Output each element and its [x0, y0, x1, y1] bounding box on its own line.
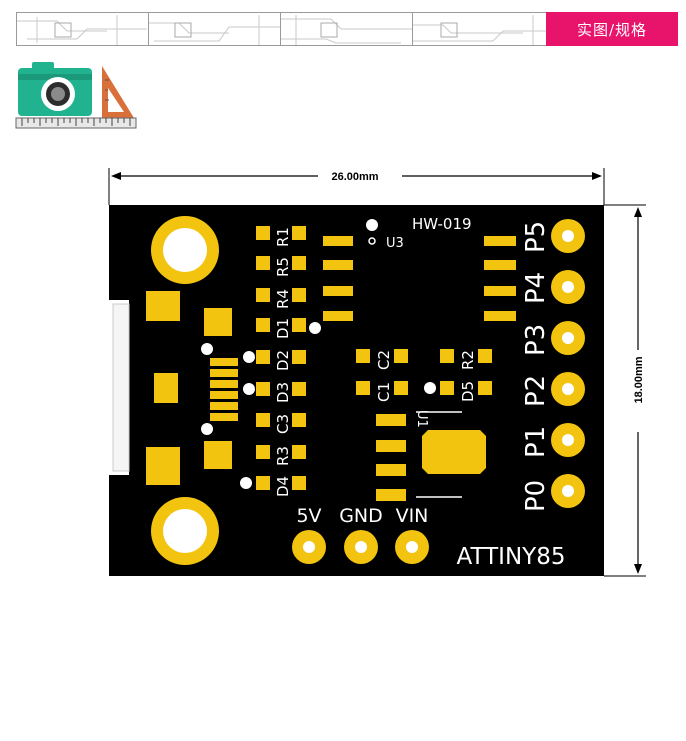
tab-thumbnail-2[interactable]: [148, 12, 281, 46]
pin-label-vin: VIN: [396, 505, 429, 527]
power-header: [292, 530, 429, 564]
power-pin-labels: 5V GND VIN: [296, 505, 428, 527]
label-r1: R1: [274, 227, 292, 247]
label-c2: C2: [375, 350, 393, 370]
vias-left: [201, 219, 436, 489]
pin-label-gnd: GND: [339, 505, 383, 527]
pin-label-p3: P3: [521, 324, 551, 356]
pin-label-p4: P4: [521, 272, 551, 304]
label-c3: C3: [274, 414, 292, 434]
left-smd-pads: [256, 226, 306, 490]
left-component-labels: R1 R5 R4 D1 D2 D3 C3 R3 D4: [274, 227, 292, 497]
circuit-pattern-icon: [17, 15, 147, 45]
circuit-pattern-icon: [413, 15, 546, 45]
center-smd-pads: [356, 349, 492, 395]
center-component-labels: C2 C1 R2 D5: [375, 350, 477, 402]
pin-label-5v: 5V: [296, 505, 321, 527]
mounting-holes: [151, 216, 219, 565]
width-dimension: 26.00mm: [108, 168, 605, 205]
pin-label-p2: P2: [521, 375, 551, 407]
u3-pads: [323, 236, 353, 321]
tab-thumbnail-1[interactable]: [16, 12, 149, 46]
label-d2: D2: [274, 350, 292, 371]
label-d5: D5: [459, 381, 477, 402]
chip-label: ATTINY85: [457, 544, 566, 570]
u1-outline: [416, 411, 462, 498]
label-r4: R4: [274, 289, 292, 309]
pin-label-p0: P0: [521, 480, 551, 512]
usb-pads: [146, 291, 238, 485]
camera-ruler-icon: [15, 62, 137, 129]
label-r5: R5: [274, 257, 292, 277]
pin-label-p5: P5: [521, 221, 551, 253]
io-header: [551, 219, 585, 508]
label-d1: D1: [274, 318, 292, 339]
model-label: HW-019: [412, 215, 472, 233]
label-d4: D4: [274, 476, 292, 497]
right-smd-pads: [484, 236, 516, 321]
width-label: 26.00mm: [331, 171, 378, 183]
u1-pads: [376, 414, 486, 501]
u3-label: U3: [386, 236, 404, 251]
height-dimension: 18.00mm: [604, 204, 646, 577]
label-d3: D3: [274, 382, 292, 403]
header-tab-strip: 实图/规格: [16, 12, 678, 46]
pin-label-p1: P1: [521, 426, 551, 458]
tab-specs[interactable]: 实图/规格: [546, 12, 678, 46]
label-c1: C1: [375, 382, 393, 402]
u1-label: U1: [414, 410, 429, 428]
io-pin-labels: P5 P4 P3 P2 P1 P0: [521, 221, 551, 512]
label-r2: R2: [459, 350, 477, 370]
circuit-pattern-icon: [149, 15, 280, 45]
circuit-pattern-icon: [281, 15, 412, 45]
height-label: 18.00mm: [633, 356, 645, 403]
label-r3: R3: [274, 446, 292, 466]
